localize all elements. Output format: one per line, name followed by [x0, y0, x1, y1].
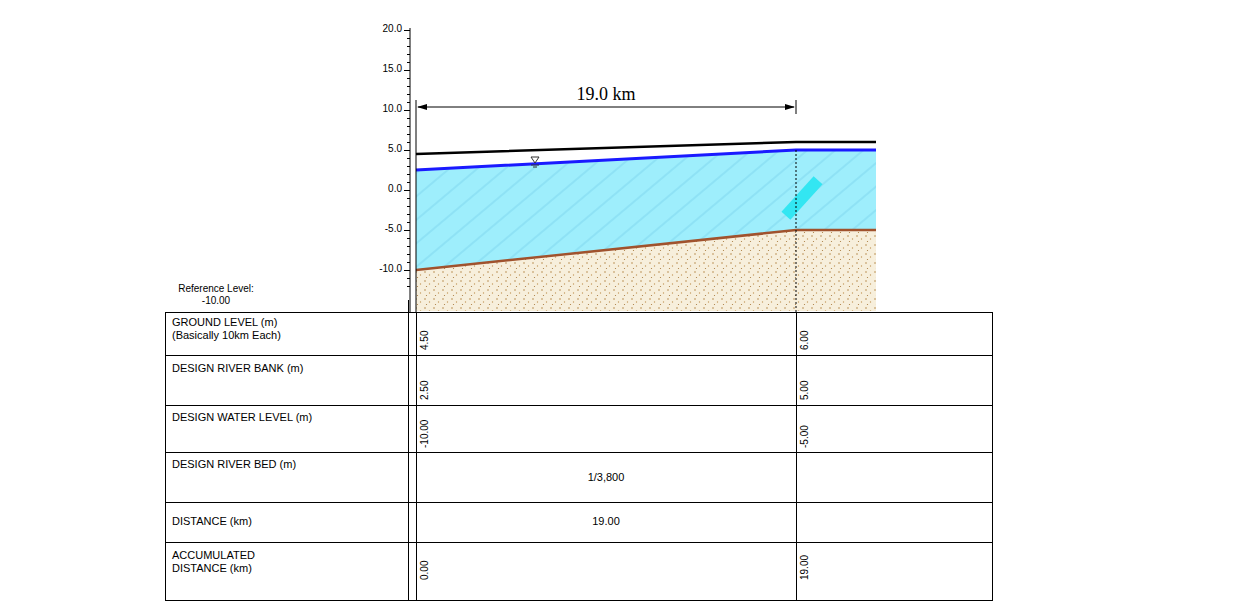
row-value: 6.00 [799, 331, 811, 350]
axis-value: -10.0 [362, 263, 402, 275]
axis-value: -5.0 [362, 223, 402, 235]
design-bank-line [416, 142, 876, 154]
dimension-text: 19.0 km [536, 84, 676, 106]
water-body [416, 150, 876, 270]
row-header: DESIGN RIVER BED (m) [172, 458, 302, 471]
row-header: DESIGN WATER LEVEL (m) [172, 411, 314, 424]
row-value: -10.00 [419, 420, 431, 448]
row-header: ACCUMULATED DISTANCE (km) [172, 549, 277, 575]
design-bed-line [416, 230, 876, 270]
axis-value: 10.0 [362, 103, 402, 115]
row-header: GROUND LEVEL (m) (Basically 10km Each) [172, 316, 312, 342]
row-value: -5.00 [799, 425, 811, 448]
axis-value: 20.0 [362, 23, 402, 35]
profile-table [165, 300, 993, 601]
row-header: DISTANCE (km) [172, 515, 372, 528]
design-water-line [416, 150, 876, 170]
axis-value: 0.0 [362, 183, 402, 195]
water-level-symbol [531, 157, 539, 167]
row-value: 4.50 [419, 331, 431, 350]
slope-value: 1/3,800 [546, 471, 666, 484]
row-value: 5.00 [799, 381, 811, 400]
row-header: DESIGN RIVER BANK (m) [172, 362, 304, 375]
row-value: 2.50 [419, 381, 431, 400]
axis-value: 15.0 [362, 63, 402, 75]
row-value: 19.00 [546, 515, 666, 528]
dimension-line [416, 100, 796, 312]
axis-ticks [404, 31, 410, 287]
row-value: 19.00 [799, 555, 811, 580]
axis-value: 5.0 [362, 143, 402, 155]
row-value: 0.00 [419, 561, 431, 580]
reference-level: Reference Level: -10.00 [166, 283, 266, 307]
flow-marker [781, 176, 822, 220]
